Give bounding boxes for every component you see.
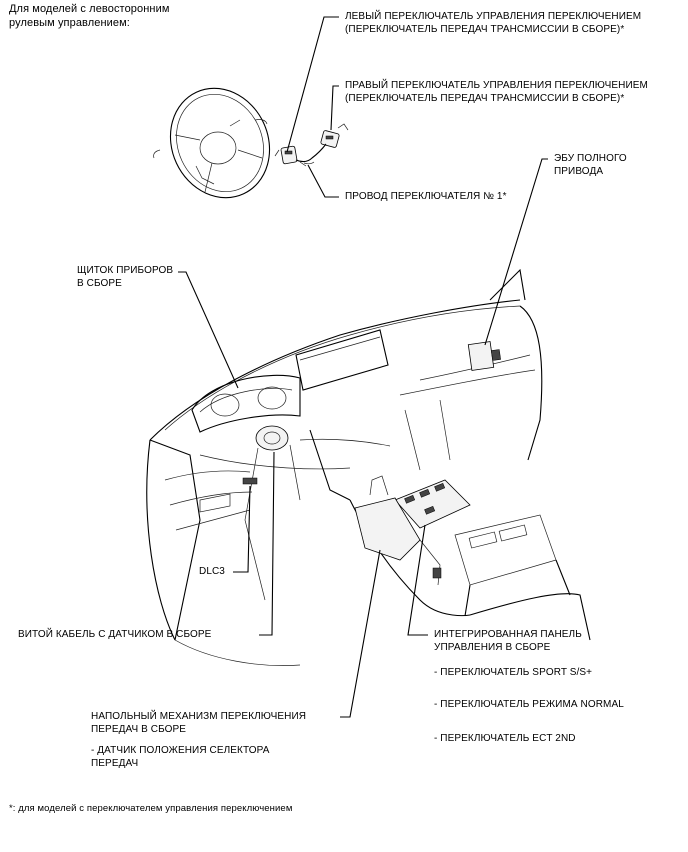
label-right-switch-line-1: ПРАВЫЙ ПЕРЕКЛЮЧАТЕЛЬ УПРАВЛЕНИЯ ПЕРЕКЛЮЧ…	[345, 80, 648, 91]
label-dlc3: DLC3	[199, 566, 225, 577]
floor-shift-assembly-part	[354, 497, 421, 561]
label-control-panel-item: - ПЕРЕКЛЮЧАТЕЛЬ ECT 2ND	[434, 733, 576, 744]
label-ecu-line-1: ЭБУ ПОЛНОГО	[554, 153, 627, 164]
header-line-1: Для моделей с левосторонним	[9, 3, 170, 15]
label-ecu-line-2: ПРИВОДА	[554, 166, 604, 177]
switch-wire-part	[295, 143, 327, 163]
label-spiral-cable: ВИТОЙ КАБЕЛЬ С ДАТЧИКОМ В СБОРЕ	[18, 629, 212, 640]
header-line-2: рулевым управлением:	[9, 17, 130, 29]
label-floor-shift-line-2: ПЕРЕДАЧ В СБОРЕ	[91, 724, 187, 735]
footnote: *: для моделей с переключателем управлен…	[9, 803, 293, 814]
label-right-switch-line-2: (ПЕРЕКЛЮЧАТЕЛЬ ПЕРЕДАЧ ТРАНСМИССИИ В СБО…	[345, 93, 625, 104]
label-control-panel-line-1: ИНТЕГРИРОВАННАЯ ПАНЕЛЬ	[434, 629, 582, 640]
shift-switch-illustration	[274, 123, 349, 167]
integrated-control-panel-part	[394, 479, 471, 529]
instrument-cluster-part	[191, 374, 301, 433]
leader-lines	[178, 16, 548, 718]
label-left-switch-line-1: ЛЕВЫЙ ПЕРЕКЛЮЧАТЕЛЬ УПРАВЛЕНИЯ ПЕРЕКЛЮЧЕ…	[345, 11, 642, 22]
label-cluster-line-1: ЩИТОК ПРИБОРОВ	[77, 265, 174, 276]
label-floor-shift-sub-1: - ДАТЧИК ПОЛОЖЕНИЯ СЕЛЕКТОРА	[91, 745, 270, 756]
dashboard-illustration	[146, 268, 591, 666]
label-control-panel-line-2: УПРАВЛЕНИЯ В СБОРЕ	[434, 642, 551, 653]
steering-wheel-illustration	[153, 87, 271, 199]
spiral-cable-part	[255, 425, 289, 451]
left-shift-switch-part	[280, 145, 298, 165]
label-floor-shift-line-1: НАПОЛЬНЫЙ МЕХАНИЗМ ПЕРЕКЛЮЧЕНИЯ	[91, 711, 307, 722]
label-left-switch-line-2: (ПЕРЕКЛЮЧАТЕЛЬ ПЕРЕДАЧ ТРАНСМИССИИ В СБО…	[345, 24, 625, 35]
label-control-panel-item: - ПЕРЕКЛЮЧАТЕЛЬ РЕЖИМА NORMAL	[434, 699, 624, 710]
dlc3-part	[242, 477, 258, 485]
center-display-part	[295, 329, 389, 391]
label-floor-shift-sub-2: ПЕРЕДАЧ	[91, 758, 139, 769]
label-control-panel-item: - ПЕРЕКЛЮЧАТЕЛЬ SPORT S/S+	[434, 667, 593, 678]
label-switch-wire: ПРОВОД ПЕРЕКЛЮЧАТЕЛЯ № 1*	[345, 191, 507, 202]
label-cluster-line-2: В СБОРЕ	[77, 278, 122, 289]
4wd-ecu-part	[467, 341, 495, 371]
